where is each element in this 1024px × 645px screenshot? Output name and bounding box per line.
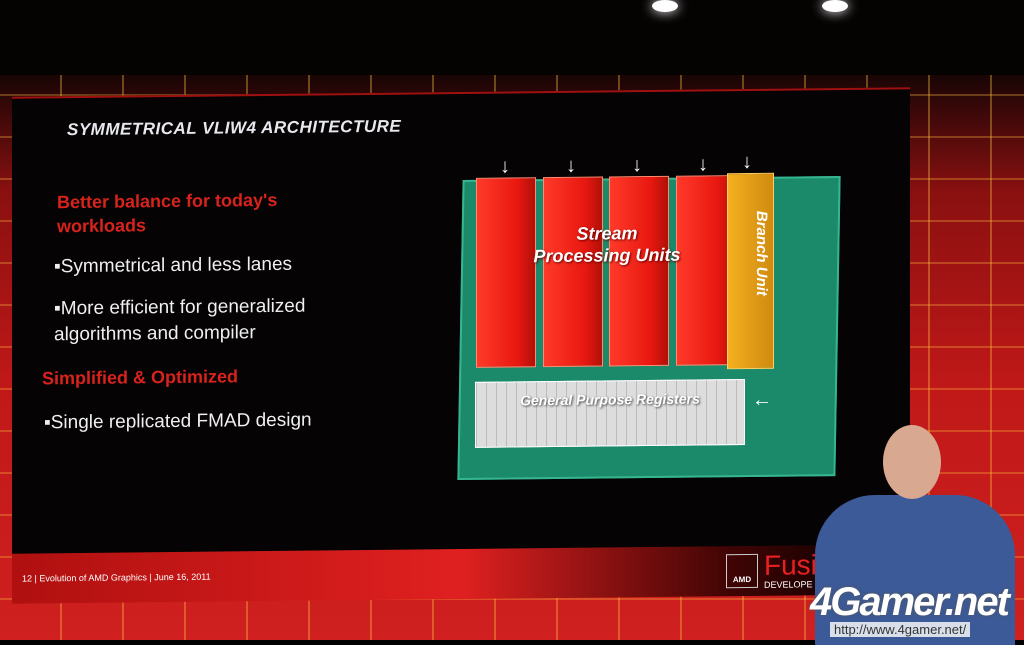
heading-balance: Better balance for today's workloads [57, 189, 278, 237]
registers-label: General Purpose Registers [520, 390, 700, 409]
stream-unit [476, 177, 536, 368]
arrow-down-icon: ↓ [500, 155, 510, 178]
heading-simplified: Simplified & Optimized [42, 366, 239, 389]
stream-unit [543, 176, 603, 368]
stream-unit [609, 175, 669, 367]
footer-band: 12 | Evolution of AMD Graphics | June 16… [12, 544, 910, 604]
register-block: General Purpose Registers [475, 379, 745, 448]
amd-logo: AMD [726, 553, 758, 589]
developer-label: DEVELOPE [764, 579, 813, 590]
stage-light [652, 0, 678, 12]
slide-footer: 12 | Evolution of AMD Graphics | June 16… [22, 571, 211, 584]
presenter-head [883, 425, 941, 499]
fusion-logo: Fusi [764, 549, 817, 581]
arrow-down-icon: ↓ [698, 153, 708, 176]
watermark-url: http://www.4gamer.net/ [830, 622, 971, 637]
watermark-brand: 4Gamer.net [810, 580, 1010, 624]
arrow-down-icon: ↓ [742, 150, 752, 174]
arrow-left-icon: ← [752, 388, 772, 411]
stream-processing-label: Stream Processing Units [533, 223, 681, 267]
presenter-body [815, 495, 1015, 645]
presentation-slide: SYMMETRICAL VLIW4 ARCHITECTURE Better ba… [12, 87, 910, 604]
ceiling [0, 0, 1024, 75]
slide-title: SYMMETRICAL VLIW4 ARCHITECTURE [67, 116, 402, 140]
bullet-item: ▪Single replicated FMAD design [44, 409, 312, 434]
bullet-item: ▪Symmetrical and less lanes [54, 253, 293, 278]
arrow-down-icon: ↓ [566, 154, 576, 177]
stage-light [822, 0, 848, 12]
branch-unit-label: Branch Unit [753, 210, 770, 296]
bullet-item: ▪More efficient for generalized algorith… [54, 295, 306, 346]
arrow-down-icon: ↓ [632, 154, 642, 177]
presenter [815, 425, 1015, 645]
